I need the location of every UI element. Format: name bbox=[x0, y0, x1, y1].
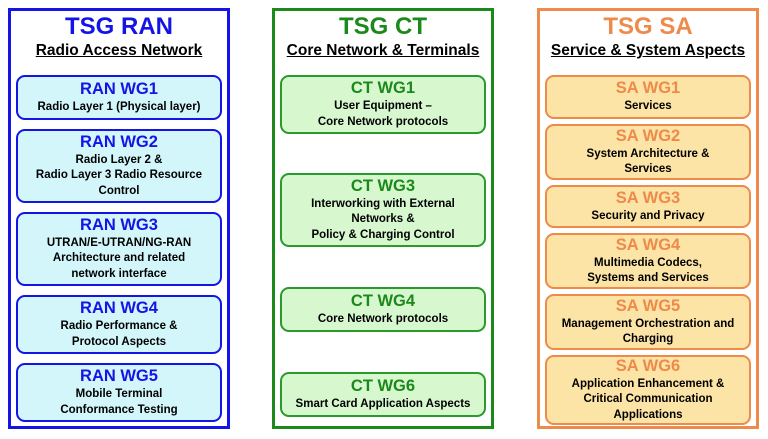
ran-wg1-description: Radio Layer 1 (Physical layer) bbox=[37, 100, 201, 113]
ct-wg6-box: CT WG6 Smart Card Application Aspects bbox=[280, 372, 486, 417]
sa-wg5-title: SA WG5 bbox=[615, 296, 681, 315]
tsg-sa-title: TSG SA bbox=[603, 13, 693, 40]
ct-wg4-title: CT WG4 bbox=[350, 291, 416, 310]
ct-wg1-title: CT WG1 bbox=[350, 79, 416, 97]
ran-wg5-title: RAN WG5 bbox=[80, 367, 158, 385]
ran-wg4-title: RAN WG4 bbox=[80, 299, 158, 317]
sa-wg2-description: System Architecture & Services bbox=[586, 147, 710, 176]
ran-wg3-box: RAN WG3 UTRAN/E-UTRAN/NG-RAN Architectur… bbox=[16, 212, 222, 286]
ct-wg3-title: CT WG3 bbox=[350, 176, 416, 195]
sa-wg4-box: SA WG4 Multimedia Codecs, Systems and Se… bbox=[545, 233, 751, 289]
sa-wg5-box: SA WG5 Management Orchestration and Char… bbox=[545, 294, 751, 350]
sa-wg3-title: SA WG3 bbox=[615, 188, 681, 207]
ran-wg4-description: Radio Performance & Protocol Aspects bbox=[60, 320, 178, 348]
ran-wg2-description: Radio Layer 2 & Radio Layer 3 Radio Reso… bbox=[35, 153, 203, 197]
tsg-sa-column: TSG SA Service & System Aspects SA WG1 S… bbox=[537, 8, 759, 429]
ran-wg5-box: RAN WG5 Mobile Terminal Conformance Test… bbox=[16, 363, 222, 422]
ct-wg1-box: CT WG1 User Equipment – Core Network pro… bbox=[280, 75, 486, 134]
ct-wg6-description: Smart Card Application Aspects bbox=[295, 397, 471, 410]
tsg-ran-subtitle: Radio Access Network bbox=[35, 42, 203, 59]
ran-wg2-box: RAN WG2 Radio Layer 2 & Radio Layer 3 Ra… bbox=[16, 129, 222, 203]
sa-wg2-box: SA WG2 System Architecture & Services bbox=[545, 124, 751, 180]
sa-wg4-title: SA WG4 bbox=[615, 235, 681, 254]
tsg-ct-column: TSG CT Core Network & Terminals CT WG1 U… bbox=[272, 8, 494, 429]
tsg-ct-subtitle: Core Network & Terminals bbox=[286, 42, 480, 59]
ct-wg3-box: CT WG3 Interworking with External Networ… bbox=[280, 173, 486, 247]
tsg-ct-title: TSG CT bbox=[339, 13, 427, 40]
tsg-ran-title: TSG RAN bbox=[65, 13, 173, 40]
ran-wg3-title: RAN WG3 bbox=[80, 215, 158, 234]
ct-wg6-title: CT WG6 bbox=[350, 376, 416, 395]
sa-wg6-title: SA WG6 bbox=[615, 356, 681, 375]
ran-wg4-box: RAN WG4 Radio Performance & Protocol Asp… bbox=[16, 295, 222, 354]
sa-wg2-title: SA WG2 bbox=[615, 126, 681, 145]
sa-wg3-box: SA WG3 Security and Privacy bbox=[545, 185, 751, 228]
sa-wg3-description: Security and Privacy bbox=[591, 209, 705, 222]
tsg-sa-subtitle: Service & System Aspects bbox=[550, 42, 746, 59]
ct-wg1-description: User Equipment – Core Network protocols bbox=[317, 100, 449, 128]
ran-wg3-description: UTRAN/E-UTRAN/NG-RAN Architecture and re… bbox=[46, 236, 192, 280]
tsg-ran-column: TSG RAN Radio Access Network RAN WG1 Rad… bbox=[8, 8, 230, 429]
sa-wg6-box: SA WG6 Application Enhancement & Critica… bbox=[545, 355, 751, 425]
ct-wg3-description: Interworking with External Networks & Po… bbox=[311, 197, 455, 241]
ran-wg2-title: RAN WG2 bbox=[80, 132, 158, 151]
sa-wg4-description: Multimedia Codecs, Systems and Services bbox=[587, 256, 709, 285]
ct-wg4-description: Core Network protocols bbox=[317, 312, 449, 325]
sa-wg6-description: Application Enhancement & Critical Commu… bbox=[571, 377, 725, 421]
sa-wg1-box: SA WG1 Services bbox=[545, 75, 751, 119]
ran-wg1-title: RAN WG1 bbox=[80, 79, 158, 98]
ran-wg5-description: Mobile Terminal Conformance Testing bbox=[60, 388, 178, 416]
sa-wg1-title: SA WG1 bbox=[615, 79, 681, 98]
sa-wg5-description: Management Orchestration and Charging bbox=[561, 317, 735, 346]
ct-wg4-box: CT WG4 Core Network protocols bbox=[280, 287, 486, 332]
ran-wg1-box: RAN WG1 Radio Layer 1 (Physical layer) bbox=[16, 75, 222, 120]
sa-wg1-description: Services bbox=[624, 100, 672, 113]
